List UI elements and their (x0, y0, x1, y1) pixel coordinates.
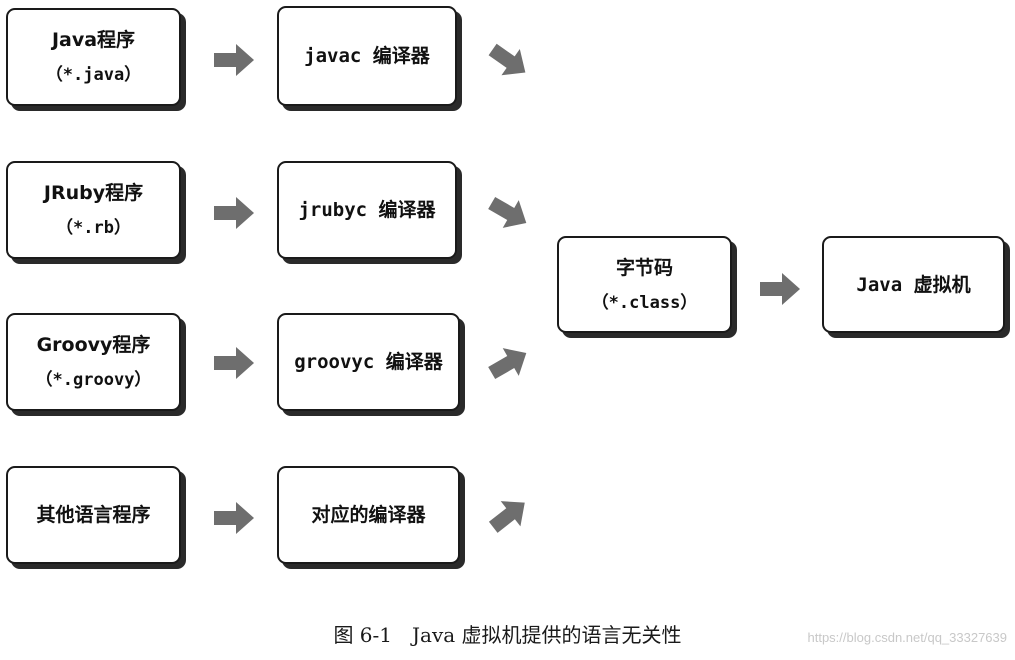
compiler-box-jrubyc: jrubyc 编译器 (277, 161, 457, 259)
source-extension: （*.groovy） (35, 370, 152, 390)
source-name: 其他语言程序 (36, 504, 151, 526)
arrow-right-icon (214, 197, 254, 229)
source-extension: （*.rb） (56, 218, 131, 238)
arrow-up-right-icon (488, 348, 527, 380)
arrow-right-icon (760, 273, 800, 305)
arrow-up-right-icon (488, 501, 525, 533)
source-box-other: 其他语言程序 (6, 466, 181, 564)
figure-caption: 图 6-1 Java 虚拟机提供的语言无关性 (333, 623, 682, 647)
compiler-name: 对应的编译器 (311, 504, 426, 526)
compiler-box-other: 对应的编译器 (277, 466, 460, 564)
arrow-right-icon (214, 347, 254, 379)
compiler-name: groovyc 编译器 (294, 351, 443, 373)
source-box-java: Java程序 （*.java） (6, 8, 181, 106)
source-name: Java程序 (51, 29, 136, 51)
arrow-right-icon (214, 44, 254, 76)
compiler-box-javac: javac 编译器 (277, 6, 457, 106)
arrow-right-icon (214, 502, 254, 534)
arrow-down-right-icon (488, 196, 527, 228)
source-box-jruby: JRuby程序 （*.rb） (6, 161, 181, 259)
compiler-name: jrubyc 编译器 (298, 199, 436, 221)
source-extension: （*.java） (45, 65, 142, 85)
compiler-box-groovyc: groovyc 编译器 (277, 313, 460, 411)
bytecode-extension: （*.class） (591, 292, 698, 313)
arrow-down-right-icon (488, 43, 526, 76)
bytecode-box: 字节码 （*.class） (557, 236, 732, 333)
source-box-groovy: Groovy程序 （*.groovy） (6, 313, 181, 411)
bytecode-title: 字节码 (615, 256, 673, 279)
source-name: Groovy程序 (36, 334, 151, 356)
source-name: JRuby程序 (43, 182, 144, 204)
compiler-name: javac 编译器 (304, 45, 430, 67)
jvm-box: Java 虚拟机 (822, 236, 1005, 333)
watermark: https://blog.csdn.net/qq_33327639 (807, 630, 1008, 645)
jvm-title: Java 虚拟机 (856, 273, 971, 296)
